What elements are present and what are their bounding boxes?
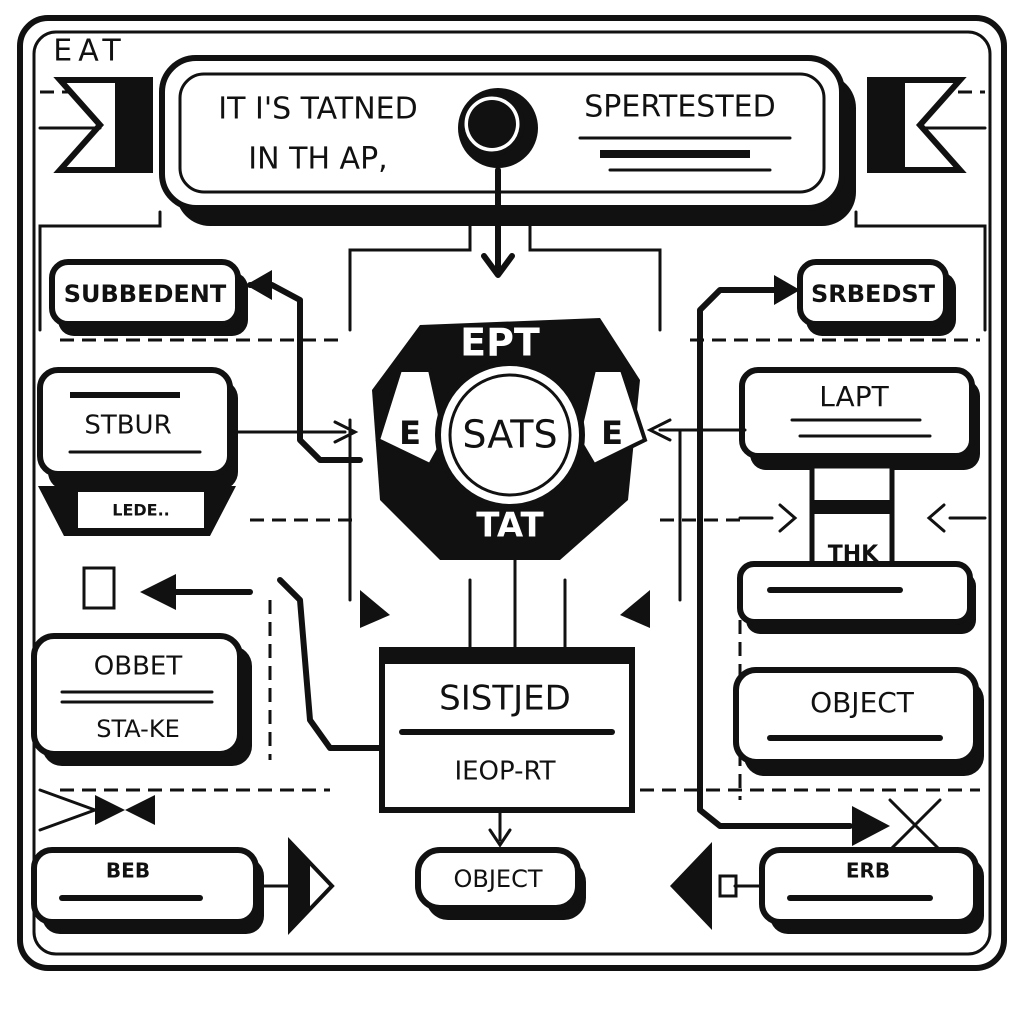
hub-top-label: EPT <box>460 321 540 365</box>
node-object-bottom[interactable]: OBJECT <box>418 850 586 920</box>
node-thk[interactable]: THK <box>740 466 985 576</box>
node-srbedst[interactable]: SRBEDST <box>800 262 956 336</box>
connector-stbur-hub <box>235 422 355 442</box>
node-object-bottom-label: OBJECT <box>453 865 542 893</box>
node-object-right[interactable]: OBJECT <box>736 670 984 776</box>
node-lede-label: LEDE.. <box>112 501 170 520</box>
node-stake-label: STA-KE <box>96 715 179 743</box>
header-left-line1: IT I'S TATNED <box>218 92 417 127</box>
node-stbur[interactable]: STBUR <box>40 370 238 490</box>
hub: EPT SATS E E TAT <box>372 318 645 560</box>
arrow-beb-right <box>256 842 332 930</box>
header-right-title: SPERTESTED <box>584 90 775 125</box>
header-left-line2: IN TH AP, <box>248 142 387 177</box>
ribbon-left <box>40 80 150 170</box>
node-srbedst-label: SRBEDST <box>811 280 936 308</box>
node-stbur-label: STBUR <box>84 411 171 441</box>
node-beb[interactable]: BEB <box>34 850 264 934</box>
header-banner: IT I'S TATNED IN TH AP, SPERTESTED <box>162 58 856 226</box>
node-erb-label: ERB <box>846 859 890 883</box>
node-lapt-label: LAPT <box>819 380 889 413</box>
node-sistjed-label: SISTJED <box>439 679 571 719</box>
hub-right-label: E <box>601 414 623 452</box>
hub-left-label: E <box>399 414 421 452</box>
node-beb-label: BEB <box>106 859 150 883</box>
node-sistjed[interactable]: SISTJED IEOP-RT <box>382 650 632 845</box>
node-lede[interactable]: LEDE.. <box>38 486 236 536</box>
node-lapt[interactable]: LAPT <box>742 370 980 470</box>
node-obbet[interactable]: OBBET STA-KE <box>34 636 252 766</box>
node-object-right-label: OBJECT <box>810 686 915 719</box>
node-erb[interactable]: ERB <box>762 850 984 934</box>
bowtie-marker-left <box>40 790 155 830</box>
hub-bottom-label: TAT <box>476 506 544 546</box>
arrow-erb-left <box>670 842 762 930</box>
node-thk-base <box>740 564 976 634</box>
node-subbedent[interactable]: SUBBEDENT <box>52 262 248 336</box>
arrow-to-obbet <box>84 568 250 610</box>
arrow-to-right-bowtie <box>700 790 940 850</box>
hub-center-label: SATS <box>462 413 557 457</box>
node-subbedent-label: SUBBEDENT <box>64 280 227 308</box>
corner-label: EAT <box>53 34 126 69</box>
node-ieoprt-label: IEOP-RT <box>454 757 555 787</box>
node-obbet-label: OBBET <box>94 652 183 682</box>
